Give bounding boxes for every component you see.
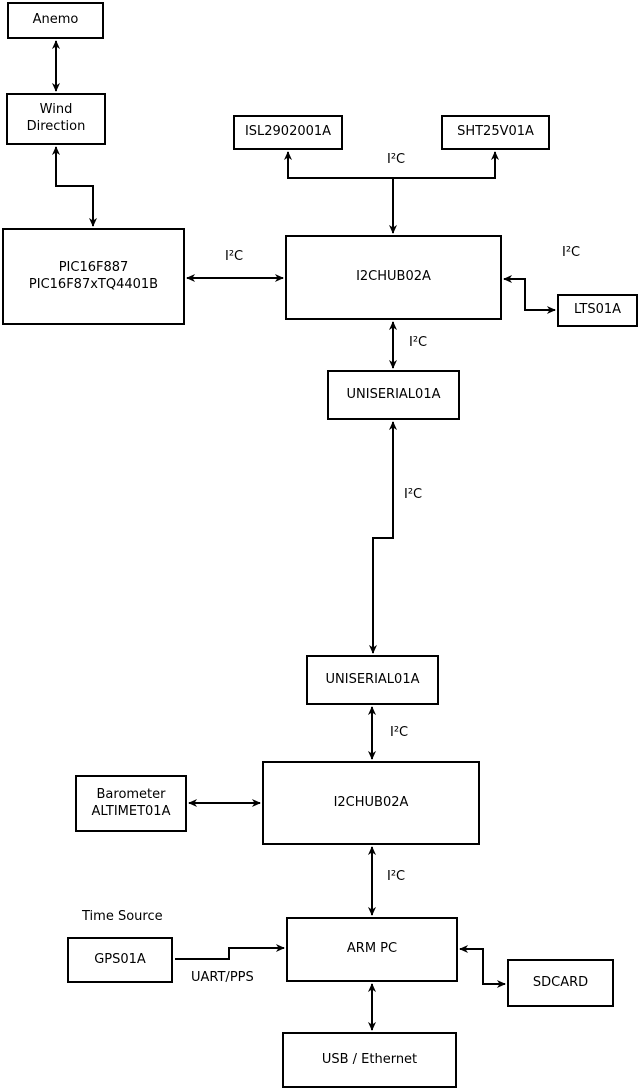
node-isl-sensor-label: ISL2902001A [244, 124, 332, 140]
label-i2c-uni1-uni2: I²C [404, 487, 423, 502]
label-i2c-sensors: I²C [387, 152, 406, 167]
node-i2c-hub-lower-label: I2CHUB02A [333, 794, 409, 810]
node-sht-sensor-label: SHT25V01A [457, 124, 534, 140]
edge-uni1-uni2 [368, 421, 398, 654]
node-barometer-label-line2: ALTIMET01A [91, 803, 171, 819]
node-uniserial-lower: UNISERIAL01A [306, 655, 439, 705]
node-uniserial-upper-label: UNISERIAL01A [346, 386, 441, 402]
node-arm-pc-label: ARM PC [346, 941, 398, 957]
label-i2c-pic-hub1: I²C [225, 249, 244, 264]
edge-wind-pic [51, 146, 98, 227]
node-sht-sensor: SHT25V01A [441, 115, 550, 150]
node-pic-label-line2: PIC16F87xTQ4401B [28, 276, 159, 292]
node-uniserial-upper: UNISERIAL01A [327, 370, 460, 420]
label-time-source: Time Source [82, 909, 163, 924]
node-pic-microcontroller: PIC16F887 PIC16F87xTQ4401B [2, 228, 185, 325]
node-sdcard: SDCARD [507, 959, 614, 1007]
node-i2c-hub-lower: I2CHUB02A [262, 761, 480, 845]
node-barometer: Barometer ALTIMET01A [75, 775, 187, 832]
node-wind-direction: Wind Direction [6, 93, 106, 145]
node-sdcard-label: SDCARD [532, 974, 589, 990]
node-lts-sensor: LTS01A [557, 294, 638, 327]
label-i2c-uni2-hub2: I²C [390, 725, 409, 740]
node-anemometer: Anemo [7, 2, 104, 39]
node-usb-ethernet: USB / Ethernet [282, 1032, 457, 1088]
node-lts-sensor-label: LTS01A [573, 302, 622, 318]
node-gps-label: GPS01A [94, 951, 146, 967]
node-isl-sensor: ISL2902001A [233, 115, 343, 150]
node-uniserial-lower-label: UNISERIAL01A [325, 671, 420, 687]
node-gps: GPS01A [67, 937, 173, 983]
node-wind-direction-label-line2: Direction [26, 119, 86, 134]
edge-arm-sdcard [459, 944, 506, 989]
node-i2c-hub-upper-label: I2CHUB02A [356, 269, 431, 285]
edge-hub1-lts [503, 274, 556, 315]
label-i2c-lts: I²C [562, 245, 581, 260]
node-barometer-label-line1: Barometer [96, 786, 166, 802]
label-i2c-hub2-arm: I²C [387, 869, 406, 884]
edge-gps-arm [175, 943, 285, 960]
node-i2c-hub-upper: I2CHUB02A [285, 235, 502, 320]
node-usb-ethernet-label: USB / Ethernet [321, 1051, 418, 1067]
node-arm-pc: ARM PC [286, 917, 458, 982]
node-anemometer-label: Anemo [32, 12, 79, 28]
node-pic-label-line1: PIC16F887 [58, 259, 129, 275]
label-uart-pps: UART/PPS [191, 970, 254, 985]
label-i2c-hub1-uni1: I²C [409, 335, 428, 350]
node-wind-direction-label-line1: Wind [39, 102, 73, 118]
